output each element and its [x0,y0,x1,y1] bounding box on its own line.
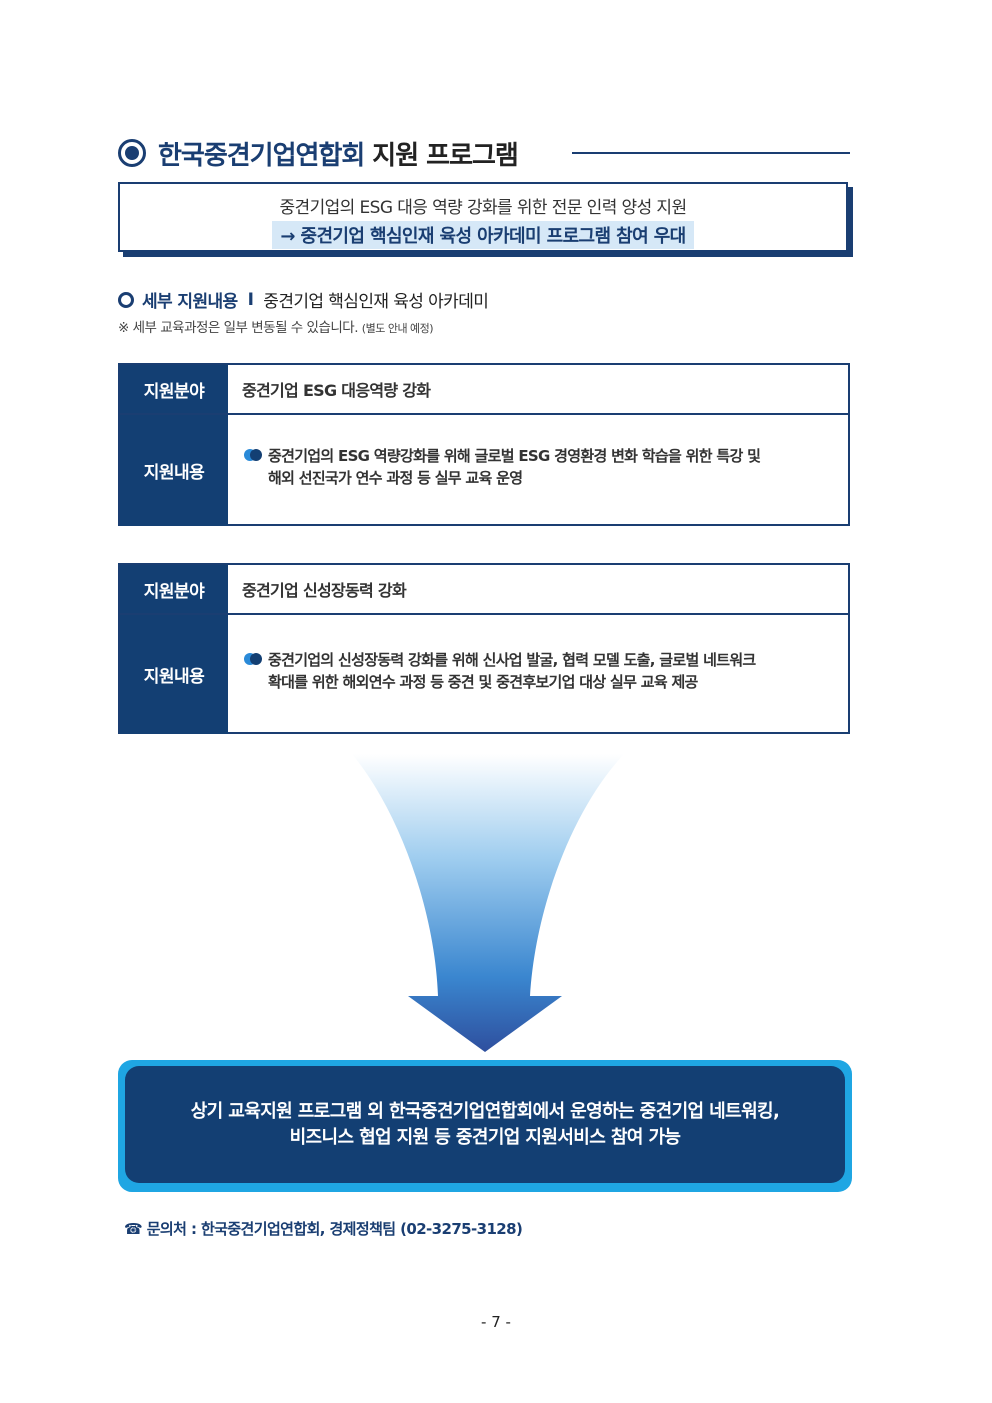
detail-note: ※ 세부 교육과정은 일부 변동될 수 있습니다. (별도 안내 예정) [118,316,434,336]
note-text: ※ 세부 교육과정은 일부 변동될 수 있습니다. [118,320,359,336]
ring-bullet-icon [118,291,134,308]
intro-highlight: → 중견기업 핵심인재 육성 아카데미 프로그램 참여 우대 [272,221,694,249]
detail-heading: 세부 지원내용 I 중견기업 핵심인재 육성 아카데미 [118,287,489,312]
page-title: 한국중견기업연합회 지원 프로그램 [118,134,519,172]
intro-line1: 중견기업의 ESG 대응 역량 강화를 위한 전문 인력 양성 지원 [279,198,687,218]
intro-box: 중견기업의 ESG 대응 역량 강화를 위한 전문 인력 양성 지원 → 중견기… [118,182,848,252]
down-arrow-icon [352,754,624,1052]
content-line: 확대를 위한 해외연수 과정 등 중견 및 중견후보기업 대상 실무 교육 제공 [268,673,698,691]
content-line: 중견기업의 ESG 역량강화를 위해 글로벌 ESG 경영환경 변화 학습을 위… [268,447,761,465]
content-line: 해외 선진국가 연수 과정 등 실무 교육 운영 [268,469,523,487]
content-label: 지원내용 [120,615,228,734]
info-banner: 상기 교육지원 프로그램 외 한국중견기업연합회에서 운영하는 중견기업 네트워… [125,1066,845,1183]
field-value: 중견기업 신성장동력 강화 [242,581,407,600]
bullet-icon [244,653,262,665]
content-line: 중견기업의 신성장동력 강화를 위해 신사업 발굴, 협력 모델 도출, 글로벌… [268,651,756,669]
program-table-1: 지원분야 중견기업 ESG 대응역량 강화 지원내용 중견기업의 ESG 역량강… [118,363,850,526]
title-org: 한국중견기업연합회 [158,140,365,171]
note-small: (별도 안내 예정) [361,322,434,335]
content-label: 지원내용 [120,415,228,526]
title-rest: 지원 프로그램 [372,140,519,171]
contact-info: ☎ 문의처 : 한국중견기업연합회, 경제정책팀 (02-3275-3128) [124,1218,523,1239]
contact-text: 문의처 : 한국중견기업연합회, 경제정책팀 (02-3275-3128) [146,1220,523,1238]
program-table-2: 지원분야 중견기업 신성장동력 강화 지원내용 중견기업의 신성장동력 강화를 … [118,563,850,734]
target-circle-icon [118,139,146,167]
detail-value: 중견기업 핵심인재 육성 아카데미 [263,292,489,312]
banner-line2: 비즈니스 협업 지원 등 중견기업 지원서비스 참여 가능 [289,1126,681,1148]
phone-icon: ☎ [124,1220,143,1238]
content-value: 중견기업의 ESG 역량강화를 위해 글로벌 ESG 경영환경 변화 학습을 위… [228,415,848,526]
detail-label: 세부 지원내용 [142,292,238,312]
detail-separator: I [247,289,254,310]
field-label: 지원분야 [120,365,228,413]
banner-line1: 상기 교육지원 프로그램 외 한국중견기업연합회에서 운영하는 중견기업 네트워… [190,1100,780,1122]
page-number: - 7 - [481,1313,511,1331]
content-value: 중견기업의 신성장동력 강화를 위해 신사업 발굴, 협력 모델 도출, 글로벌… [228,615,848,734]
field-label: 지원분야 [120,565,228,613]
bullet-icon [244,449,262,461]
title-divider [572,152,850,154]
field-value: 중견기업 ESG 대응역량 강화 [242,381,431,400]
